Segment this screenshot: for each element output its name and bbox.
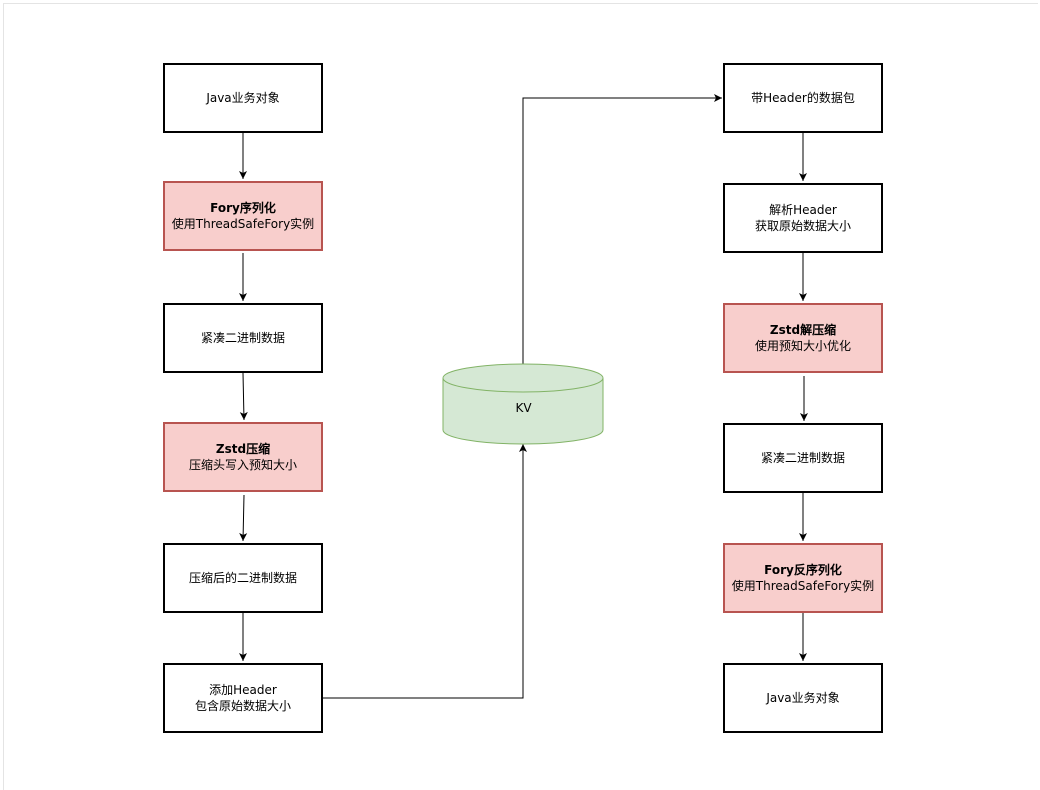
node-label: 添加Header bbox=[209, 683, 277, 697]
node-label: Java业务对象 bbox=[766, 691, 840, 705]
node-sublabel: 使用预知大小优化 bbox=[754, 339, 851, 353]
node-java-object-source: Java业务对象 bbox=[163, 63, 323, 133]
node-header-packet: 带Header的数据包 bbox=[723, 63, 883, 133]
node-label: 紧凑二进制数据 bbox=[760, 451, 845, 465]
node-zstd-compress: Zstd压缩 压缩头写入预知大小 bbox=[163, 422, 323, 492]
node-label: 压缩后的二进制数据 bbox=[188, 571, 297, 585]
node-label: Fory反序列化 bbox=[764, 563, 842, 577]
kv-storage-label: KV bbox=[515, 401, 532, 415]
node-label: 带Header的数据包 bbox=[751, 91, 855, 105]
node-add-header: 添加Header 包含原始数据大小 bbox=[163, 663, 323, 733]
edge-kv-to-right bbox=[522, 94, 722, 367]
node-compact-binary-right: 紧凑二进制数据 bbox=[723, 423, 883, 493]
node-label: Java业务对象 bbox=[206, 91, 280, 105]
node-zstd-decompress: Zstd解压缩 使用预知大小优化 bbox=[723, 303, 883, 373]
edge-left-3-4 bbox=[239, 372, 248, 421]
node-sublabel: 使用ThreadSafeFory实例 bbox=[171, 217, 315, 231]
kv-storage-cylinder bbox=[442, 363, 604, 445]
node-label: Zstd压缩 bbox=[215, 442, 271, 456]
node-label: 解析Header bbox=[769, 203, 837, 217]
node-sublabel: 获取原始数据大小 bbox=[754, 219, 851, 233]
edge-left-4-5 bbox=[239, 494, 248, 542]
node-compressed-binary: 压缩后的二进制数据 bbox=[163, 543, 323, 613]
node-parse-header: 解析Header 获取原始数据大小 bbox=[723, 183, 883, 253]
node-label: Zstd解压缩 bbox=[769, 323, 837, 337]
canvas-frame bbox=[3, 3, 1038, 790]
node-fory-deserialize: Fory反序列化 使用ThreadSafeFory实例 bbox=[723, 543, 883, 613]
node-sublabel: 使用ThreadSafeFory实例 bbox=[731, 579, 875, 593]
node-sublabel: 包含原始数据大小 bbox=[194, 699, 291, 713]
node-compact-binary-left: 紧凑二进制数据 bbox=[163, 303, 323, 373]
node-java-object-target: Java业务对象 bbox=[723, 663, 883, 733]
node-label: 紧凑二进制数据 bbox=[200, 331, 285, 345]
edge-left-to-kv bbox=[323, 444, 527, 699]
node-sublabel: 压缩头写入预知大小 bbox=[188, 458, 297, 472]
node-fory-serialize: Fory序列化 使用ThreadSafeFory实例 bbox=[163, 181, 323, 251]
node-label: Fory序列化 bbox=[210, 201, 276, 215]
